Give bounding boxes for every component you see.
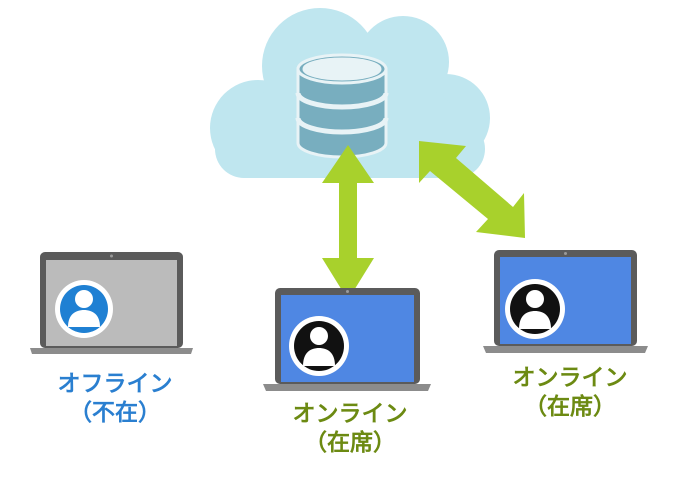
laptop-online-2 — [483, 250, 648, 353]
offline-label-line2: （不在） — [69, 399, 161, 426]
connection-arrow-cloud-online2 — [419, 141, 525, 238]
user-avatar-icon — [55, 280, 113, 338]
offline-label: オフライン （不在） — [20, 370, 210, 428]
connection-arrow-cloud-online1 — [322, 145, 374, 300]
database-icon — [295, 53, 389, 159]
online-label-1-line1: オンライン — [292, 401, 408, 427]
online-label-2: オンライン （在席） — [470, 364, 670, 422]
online-label-1: オンライン （在席） — [250, 400, 450, 458]
offline-label-line1: オフライン — [57, 371, 173, 397]
laptop-online-1 — [263, 288, 431, 391]
online-label-1-line2: （在席） — [304, 429, 396, 456]
online-label-2-line1: オンライン — [512, 365, 628, 391]
laptop-offline — [30, 252, 193, 354]
user-avatar-icon — [289, 316, 349, 376]
online-label-2-line2: （在席） — [524, 393, 616, 420]
user-avatar-icon — [505, 279, 565, 339]
